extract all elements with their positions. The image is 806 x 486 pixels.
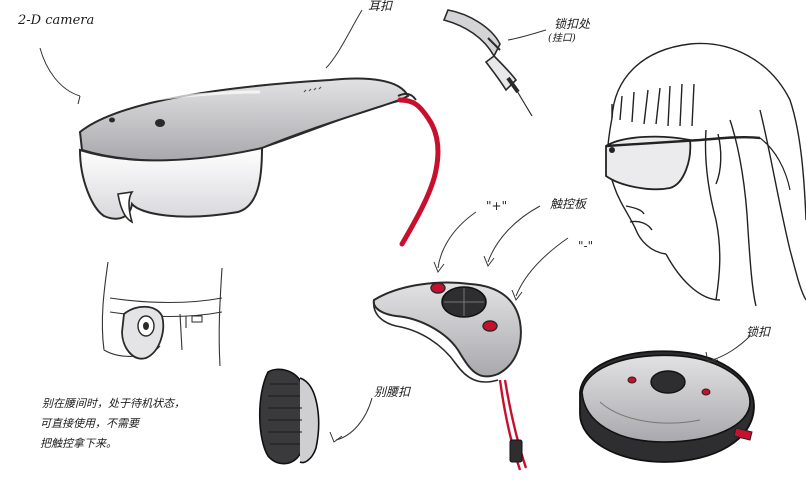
waist-clip-side-sketch — [258, 368, 320, 465]
waist-device-sketch — [121, 305, 203, 360]
touchpad-controller-sketch — [372, 281, 528, 471]
note-line-2: 可直接使用，不需要 — [40, 417, 139, 430]
label-lock-device: 锁扣 — [746, 325, 771, 339]
profile-wearing-sketch — [607, 42, 806, 307]
label-clip-detail-sub: (挂口) — [548, 33, 576, 44]
note-line-3: 把触控拿下来。 — [40, 437, 117, 450]
label-touchpad: 触控板 — [550, 197, 587, 211]
waist-worn-sketch — [101, 261, 223, 367]
note-line-1: 别在腰间时，处于待机状态， — [42, 397, 185, 410]
label-2d-camera: 2-D camera — [18, 13, 95, 28]
label-waist-clip: 别腰扣 — [374, 385, 411, 399]
ear-clip-detail-sketch — [442, 9, 533, 117]
label-minus: "-" — [578, 239, 594, 253]
profile-glasses — [605, 135, 791, 191]
label-ear-button: 耳扣 — [368, 0, 393, 13]
label-clip-detail: 锁扣处 — [554, 17, 591, 31]
label-plus: "+" — [486, 199, 508, 213]
headset-sketch — [78, 77, 441, 247]
docked-device-sketch — [579, 350, 755, 463]
